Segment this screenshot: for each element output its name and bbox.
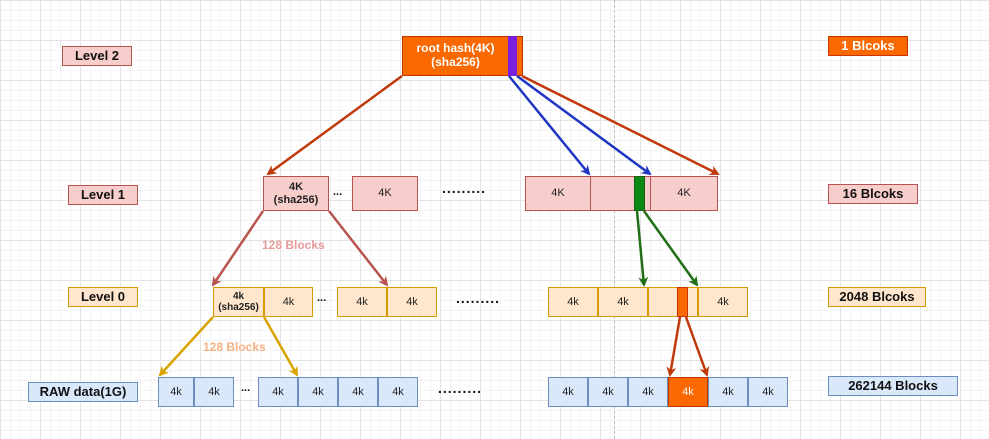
level-1-count: 16 Blcoks — [828, 184, 918, 204]
raw-ellipsis-short: ... — [241, 382, 251, 394]
raw-count: 262144 Blocks — [828, 376, 958, 396]
level-0-ellipsis-short: ... — [317, 292, 327, 304]
level-0-first-block: 4k (sha256) — [213, 287, 264, 317]
level-0-block — [648, 287, 698, 317]
arrow-level0-highlight-to-raw-left — [666, 316, 682, 377]
level-1-ellipsis-short: ... — [333, 186, 343, 198]
raw-block: 4k — [338, 377, 378, 407]
raw-block: 4k — [298, 377, 338, 407]
level-1-block: 4K — [650, 176, 718, 211]
level-1-first-block: 4K (sha256) — [263, 176, 329, 211]
level-0-first-block-subtitle: (sha256) — [218, 302, 259, 313]
arrow-level1-highlight-to-level0-right — [642, 210, 699, 287]
level-0-block: 4k — [264, 287, 313, 317]
raw-block: 4k — [708, 377, 748, 407]
level-2-label: Level 2 — [62, 46, 132, 66]
level-1-first-block-title: 4K — [288, 180, 304, 193]
arrow-level0-highlight-to-raw-right — [684, 316, 709, 377]
root-hash-highlight-slot — [508, 36, 517, 76]
arrow-level1-to-level0-last — [328, 210, 389, 287]
level-0-count: 2048 Blcoks — [828, 287, 926, 307]
level-2-count: 1 Blcoks — [828, 36, 908, 56]
raw-block: 4k — [158, 377, 194, 407]
level-1-first-block-subtitle: (sha256) — [273, 193, 319, 206]
arrow-level0-to-raw-first — [158, 316, 214, 377]
fanout-label-level0: 128 Blocks — [203, 340, 266, 354]
level-0-block: 4k — [337, 287, 387, 317]
raw-block: 4k — [378, 377, 418, 407]
arrow-root-to-level1-highlight — [516, 74, 652, 176]
arrow-level1-to-level0-first — [211, 210, 265, 287]
level-1-label: Level 1 — [68, 185, 138, 205]
level-0-block: 4k — [387, 287, 437, 317]
level-0-first-block-title: 4k — [232, 290, 245, 302]
level-0-block: 4k — [598, 287, 648, 317]
level-1-ellipsis-long: ......... — [442, 180, 487, 196]
arrow-root-to-level1-last — [521, 74, 720, 176]
level-0-block: 4k — [548, 287, 598, 317]
level-1-block: 4K — [352, 176, 418, 211]
raw-block: 4k — [548, 377, 588, 407]
arrow-root-to-level1-first — [266, 74, 403, 176]
raw-block: 4k — [258, 377, 298, 407]
root-hash-subtitle: (sha256) — [431, 55, 480, 69]
raw-block: 4k — [628, 377, 668, 407]
fanout-label-level1: 128 Blocks — [262, 238, 325, 252]
root-hash-block: root hash(4K) (sha256) — [402, 36, 523, 76]
level-0-highlight-slot — [677, 287, 688, 317]
arrow-root-to-level1-mid — [508, 75, 591, 176]
arrow-level1-highlight-to-level0-left — [635, 210, 649, 287]
vertical-guide-line — [614, 0, 615, 439]
arrow-level0-to-raw-last — [262, 316, 299, 377]
root-hash-title: root hash(4K) — [416, 41, 495, 56]
raw-block: 4k — [194, 377, 234, 407]
level-0-ellipsis-long: ......... — [456, 290, 501, 306]
raw-block: 4k — [748, 377, 788, 407]
raw-data-label: RAW data(1G) — [28, 382, 138, 402]
level-0-block: 4k — [698, 287, 748, 317]
level-0-label: Level 0 — [68, 287, 138, 307]
raw-ellipsis-long: ......... — [438, 380, 483, 396]
raw-block: 4k — [588, 377, 628, 407]
level-1-highlight-slot — [634, 176, 645, 211]
raw-highlighted-block: 4k — [668, 377, 708, 407]
